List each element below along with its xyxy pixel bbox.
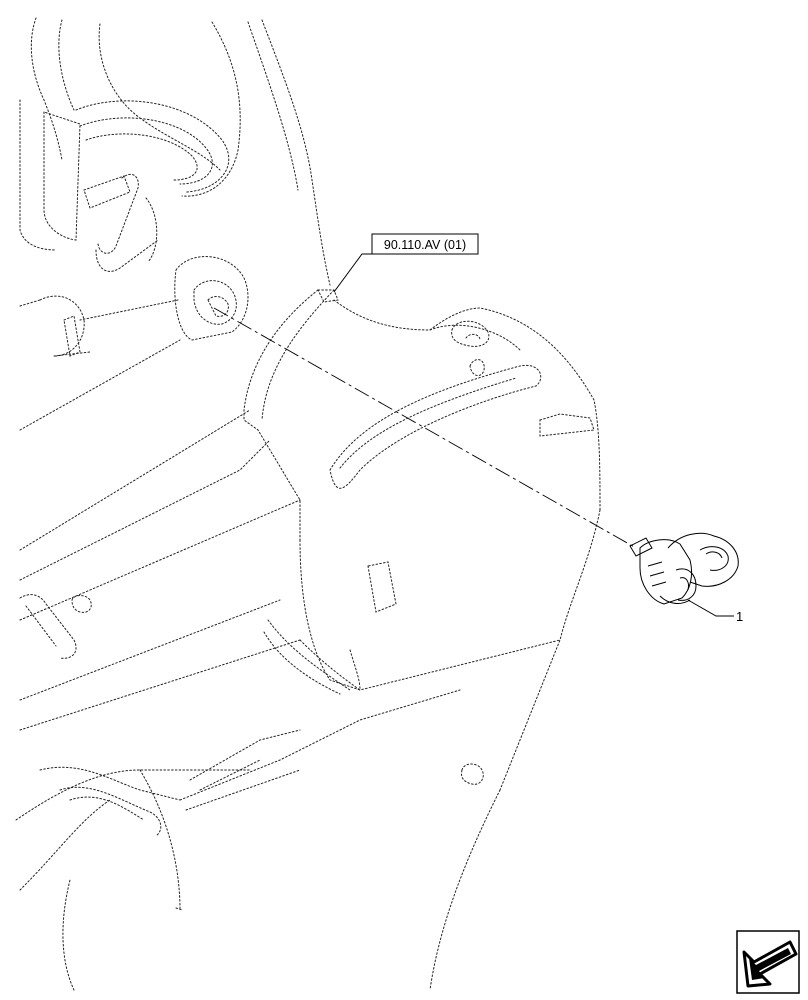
reference-label[interactable]: 90.110.AV (01) (371, 233, 479, 255)
part-1-socket (629, 532, 739, 605)
reference-label-text: 90.110.AV (01) (384, 238, 466, 252)
callout-1-leader-line (687, 599, 734, 617)
reference-leader-line (333, 253, 372, 293)
cab-interior-outline (15, 17, 601, 991)
callout-1-number: 1 (736, 609, 743, 624)
back-arrow-icon[interactable] (736, 930, 800, 994)
alignment-centerline (213, 307, 637, 549)
